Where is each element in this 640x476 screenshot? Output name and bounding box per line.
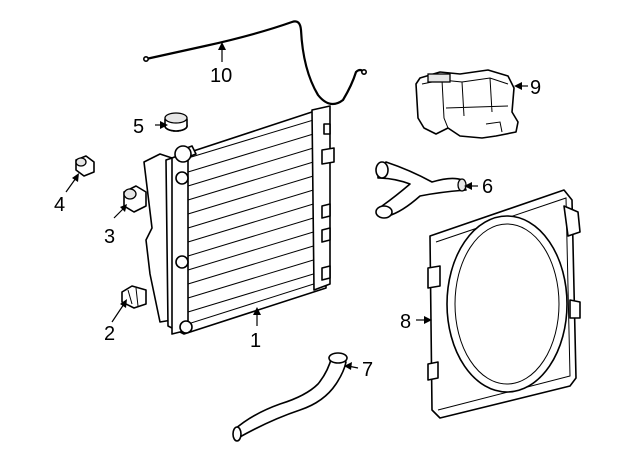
callout-lower-insulator: 3: [104, 226, 115, 248]
radiator[interactable]: [143, 105, 335, 335]
callout-labels: 1 2 3 4 5 6 7 8 9 10: [54, 65, 541, 381]
upper-insulator[interactable]: [75, 155, 95, 177]
callout-lower-hose: 7: [362, 359, 373, 381]
lower-hose[interactable]: [232, 352, 348, 442]
lower-insulator[interactable]: [123, 185, 147, 213]
leader-lines: [65, 42, 528, 370]
callout-upper-hose: 6: [482, 176, 493, 198]
callout-fan-shroud: 8: [400, 311, 411, 333]
callout-reservoir: 9: [530, 77, 541, 99]
callout-radiator: 1: [250, 330, 261, 352]
callout-overflow-tube: 10: [210, 65, 232, 87]
reservoir[interactable]: [415, 69, 519, 139]
callout-bracket-clip: 2: [104, 323, 115, 345]
callout-radiator-cap: 5: [133, 116, 144, 138]
upper-hose[interactable]: [375, 161, 467, 219]
fan-shroud[interactable]: [427, 189, 581, 419]
callout-upper-insulator: 4: [54, 194, 65, 216]
overflow-tube[interactable]: [143, 20, 367, 106]
radiator-cap[interactable]: [164, 112, 188, 132]
bracket-clip[interactable]: [121, 285, 147, 309]
